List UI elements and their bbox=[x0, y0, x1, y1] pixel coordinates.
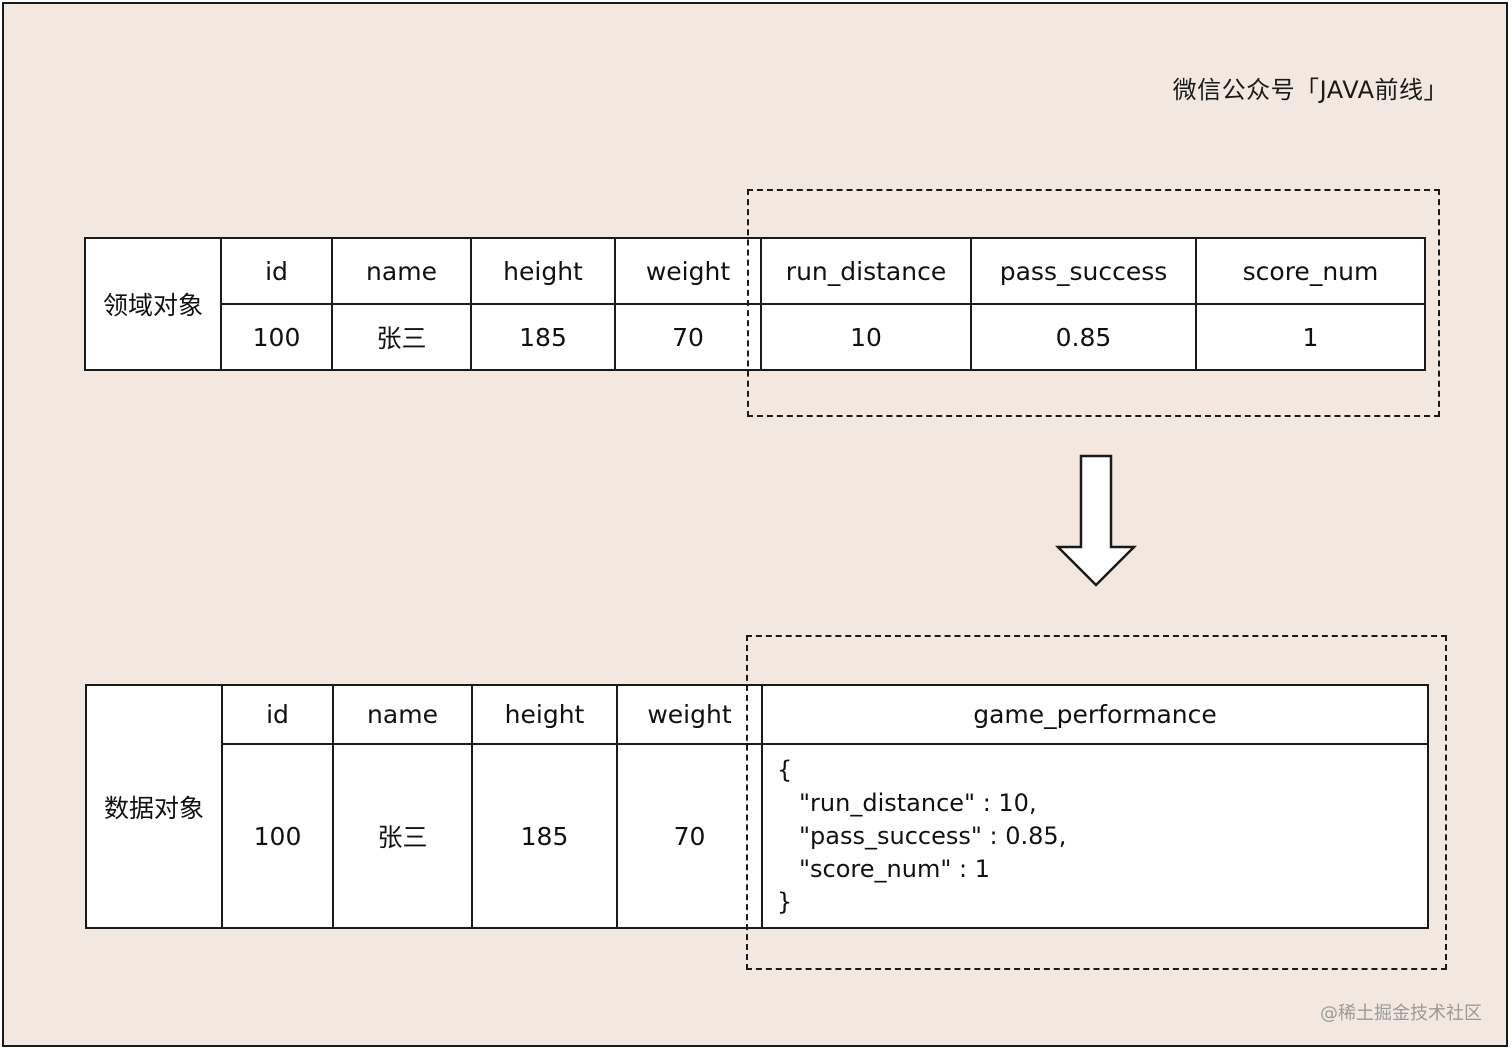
value-height: 185 bbox=[470, 303, 616, 371]
header-id: id bbox=[220, 237, 333, 305]
header-weight: weight bbox=[614, 237, 762, 305]
header-game-performance: game_performance bbox=[761, 684, 1429, 745]
value-weight: 70 bbox=[616, 743, 763, 929]
header-height: height bbox=[470, 237, 616, 305]
value-run-distance: 10 bbox=[760, 303, 972, 371]
value-score-num: 1 bbox=[1195, 303, 1426, 371]
domain-object-table: 领域对象 id name height weight run_distance … bbox=[84, 237, 1426, 371]
header-name: name bbox=[332, 684, 473, 745]
json-open-brace: { bbox=[777, 755, 793, 784]
wechat-watermark: 微信公众号「JAVA前线」 bbox=[1172, 76, 1448, 104]
header-id: id bbox=[221, 684, 334, 745]
value-weight: 70 bbox=[614, 303, 762, 371]
value-id: 100 bbox=[221, 743, 334, 929]
value-height: 185 bbox=[471, 743, 618, 929]
data-object-label: 数据对象 bbox=[85, 684, 223, 929]
game-performance-json: { "run_distance" : 10, "pass_success" : … bbox=[761, 743, 1429, 929]
header-height: height bbox=[471, 684, 618, 745]
json-run-distance: "run_distance" : 10, bbox=[799, 788, 1037, 817]
domain-object-label: 领域对象 bbox=[84, 237, 222, 371]
header-score-num: score_num bbox=[1195, 237, 1426, 305]
value-name: 张三 bbox=[331, 303, 472, 371]
json-pass-success: "pass_success" : 0.85, bbox=[799, 821, 1067, 850]
value-id: 100 bbox=[220, 303, 333, 371]
value-name: 张三 bbox=[332, 743, 473, 929]
site-watermark: @稀土掘金技术社区 bbox=[1320, 1003, 1482, 1024]
header-name: name bbox=[331, 237, 472, 305]
json-close-brace: } bbox=[777, 887, 793, 916]
json-score-num: "score_num" : 1 bbox=[799, 854, 990, 883]
value-pass-success: 0.85 bbox=[970, 303, 1197, 371]
header-pass-success: pass_success bbox=[970, 237, 1197, 305]
header-weight: weight bbox=[616, 684, 763, 745]
data-object-table: 数据对象 id name height weight game_performa… bbox=[85, 684, 1429, 929]
down-arrow-icon bbox=[1054, 454, 1138, 587]
header-run-distance: run_distance bbox=[760, 237, 972, 305]
